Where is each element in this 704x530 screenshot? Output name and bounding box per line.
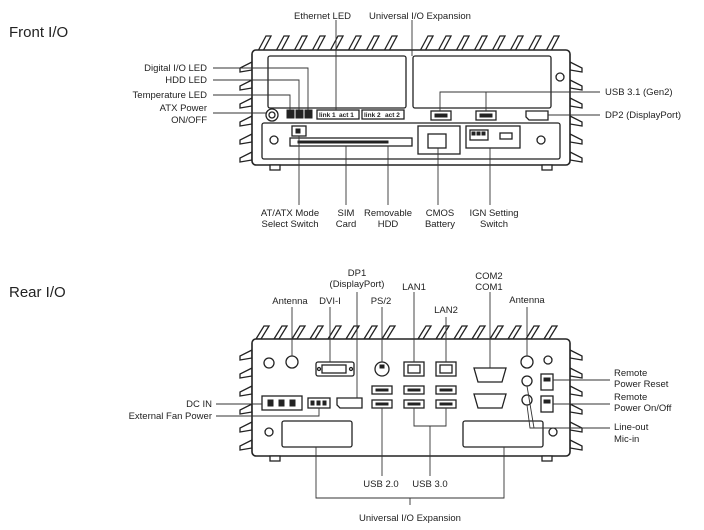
label-usb20: USB 2.0 (363, 479, 398, 490)
digital-io-led (304, 109, 313, 119)
front-screw-left (269, 135, 279, 145)
label-usb30: USB 3.0 (412, 479, 447, 490)
rear-side-fins-left (239, 348, 253, 451)
label-atx-power-1: ATX Power (160, 103, 207, 114)
label-dp2: DP2 (DisplayPort) (605, 110, 681, 121)
label-remote-onoff-2: Power On/Off (614, 403, 672, 414)
label-hdd-2: HDD (378, 219, 399, 230)
hdd-led (295, 109, 304, 119)
rear-device (239, 325, 583, 462)
label-lineout: Line-out (614, 422, 649, 433)
svg-text:link 1: link 1 (319, 112, 336, 119)
front-screw-right (536, 135, 546, 145)
svg-text:act 1: act 1 (339, 112, 354, 119)
label-dp1-1: DP1 (348, 268, 366, 279)
label-dvi: DVI-I (319, 296, 341, 307)
label-com2: COM2 (475, 271, 502, 282)
rear-top-fins (254, 325, 559, 340)
label-lan1: LAN1 (402, 282, 426, 293)
rear-side-fins-right (569, 348, 583, 451)
ps2-port (374, 361, 390, 377)
front-expansion-bay-right (412, 55, 552, 109)
front-callout-lines (213, 20, 600, 205)
front-top-fins (256, 35, 561, 52)
com2-port (473, 367, 507, 383)
label-atatx-1: AT/ATX Mode (261, 208, 319, 219)
label-com1: COM1 (475, 282, 502, 293)
label-cmos-2: Battery (425, 219, 455, 230)
remote-power-reset (540, 373, 554, 391)
antenna-right-port (520, 355, 534, 369)
label-antenna-left: Antenna (272, 296, 308, 307)
front-side-fins-right (569, 60, 583, 163)
label-dc-in: DC IN (186, 399, 212, 410)
label-lan2: LAN2 (434, 305, 458, 316)
label-sim-1: SIM (338, 208, 355, 219)
label-ign-1: IGN Setting (469, 208, 518, 219)
dp1-port (336, 397, 363, 409)
label-remote-reset-2: Power Reset (614, 379, 669, 390)
label-ign-2: Switch (480, 219, 508, 230)
label-universal-io-bottom: Universal I/O Expansion (359, 513, 461, 524)
front-io-title: Front I/O (9, 24, 68, 41)
label-atatx-2: Select Switch (261, 219, 318, 230)
label-hdd-led: HDD LED (165, 75, 207, 86)
label-atx-power-2: ON/OFF (171, 115, 207, 126)
remote-power-onoff (540, 395, 554, 413)
line-out-jack (521, 375, 533, 387)
label-dp1-2: (DisplayPort) (330, 279, 385, 290)
label-hdd-1: Removable (364, 208, 412, 219)
label-micin: Mic-in (614, 434, 639, 445)
label-usb31: USB 3.1 (Gen2) (605, 87, 673, 98)
ethernet-led-2 (361, 109, 405, 120)
rear-io-title: Rear I/O (9, 284, 66, 301)
label-remote-reset-1: Remote (614, 368, 647, 379)
mic-in-jack (521, 394, 533, 406)
label-ext-fan: External Fan Power (129, 411, 212, 422)
front-side-fins-left (239, 60, 253, 163)
antenna-left-port (285, 355, 299, 369)
label-temperature-led: Temperature LED (133, 90, 208, 101)
ethernet-led-1 (316, 109, 360, 120)
front-device: link 1 act 1 link 2 act 2 (239, 35, 583, 171)
label-cmos-1: CMOS (426, 208, 455, 219)
label-universal-io-top: Universal I/O Expansion (369, 11, 471, 22)
label-digital-io-led: Digital I/O LED (144, 63, 207, 74)
rear-expansion-bay-left (281, 420, 353, 448)
svg-text:link 2: link 2 (364, 112, 381, 119)
rear-expansion-bay-right (462, 420, 544, 448)
label-antenna-right: Antenna (509, 295, 545, 306)
com1-port (473, 393, 507, 409)
front-expansion-bay-left (267, 55, 407, 109)
rear-callout-lines (216, 292, 610, 505)
label-remote-onoff-1: Remote (614, 392, 647, 403)
label-ps2: PS/2 (371, 296, 392, 307)
svg-text:act 2: act 2 (385, 112, 400, 119)
label-sim-2: Card (336, 219, 357, 230)
dp2-port (525, 110, 549, 121)
temperature-led (286, 109, 295, 119)
label-ethernet-led: Ethernet LED (294, 11, 351, 22)
